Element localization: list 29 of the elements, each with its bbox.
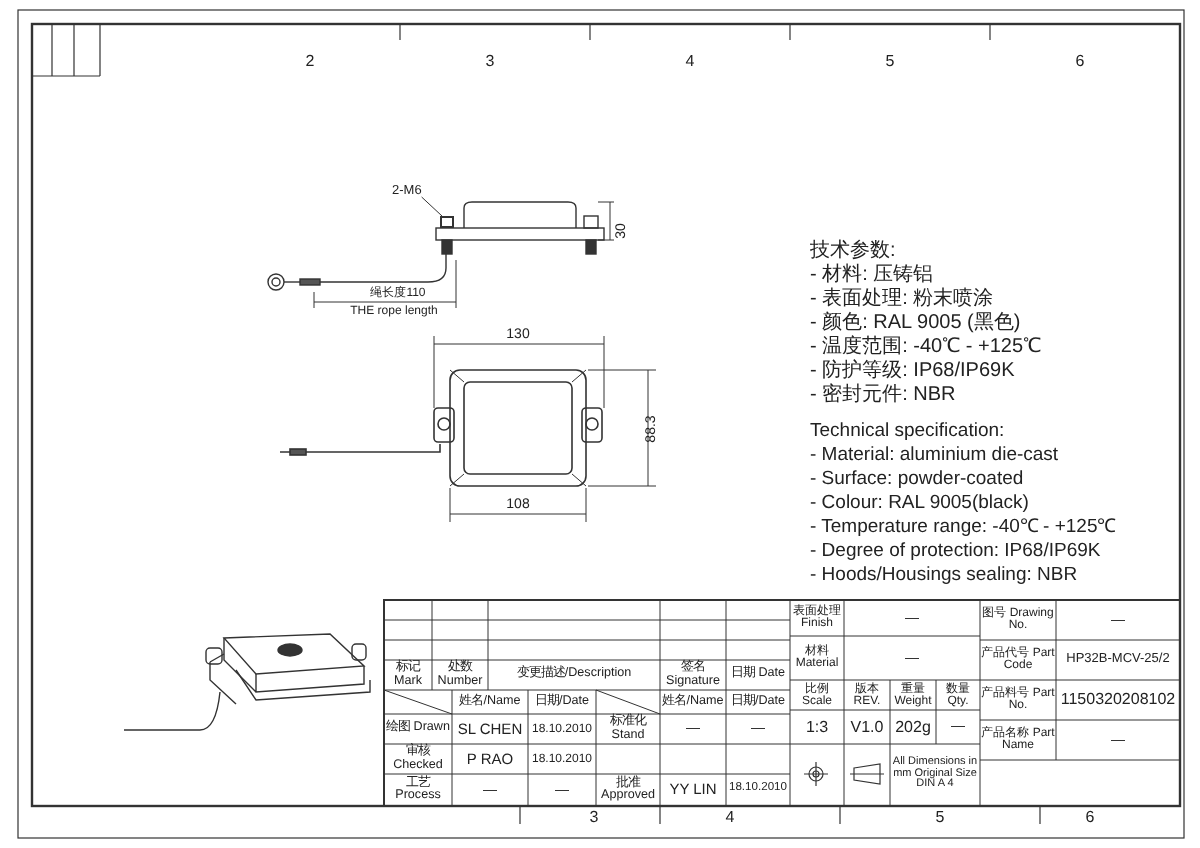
grid-reference: 6 [1075,54,1085,70]
grid-reference: 4 [685,54,695,70]
grid-reference: 2 [305,54,315,70]
grid-reference: 4 [725,810,735,826]
grid-reference: 5 [885,54,895,70]
spec-line: 技术参数: [810,242,896,262]
spec-line: - 密封元件: NBR [810,386,956,406]
spec-line: Technical specification: [810,422,1005,442]
spec-line: - Material: aluminium die-cast [810,446,1059,466]
grid-reference: 3 [485,54,495,70]
field-value: V1.0 [850,719,884,735]
spec-line: - 温度范围: -40℃ - +125℃ [810,338,1042,358]
spec-line: - 材料: 压铸铝 [810,266,934,286]
spec-line: - 颜色: RAL 9005 (黑色) [810,314,1021,334]
spec-line: - 表面处理: 粉末喷涂 [810,290,994,310]
bolt-nut [440,216,454,228]
field-value: 1150320208102 [1060,692,1176,708]
spec-line: - Hoods/Housings sealing: NBR [810,566,1078,586]
field-value: 202g [895,719,931,735]
spec-line: - Colour: RAL 9005(black) [810,494,1029,514]
grid-reference: 6 [1085,810,1095,826]
grid-reference: 3 [589,810,599,826]
spec-line: - 防护等级: IP68/IP69K [810,362,1015,382]
spec-line: - Surface: powder-coated [810,470,1024,490]
spec-line: - Temperature range: -40℃ - +125℃ [810,518,1116,538]
spec-line: - Degree of protection: IP68/IP69K [810,542,1101,562]
leader-line [421,196,443,217]
grid-reference: 5 [935,810,945,826]
field-value: 1:3 [805,719,829,735]
